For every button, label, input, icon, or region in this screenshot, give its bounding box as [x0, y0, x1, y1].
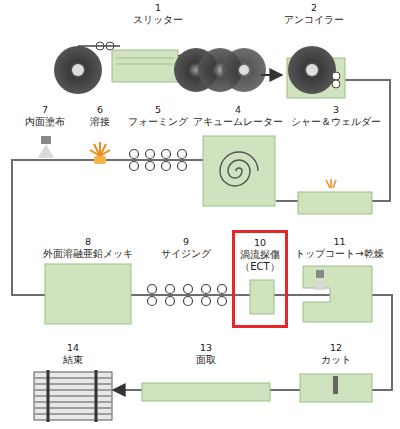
flow-line — [135, 294, 146, 296]
process-step: 11トップコート→乾燥 — [293, 236, 386, 326]
tube-stroke — [35, 384, 111, 385]
process-step: 12カット — [298, 342, 374, 422]
step-name: 面取 — [141, 354, 271, 367]
flow-line — [346, 80, 390, 201]
flow-line — [374, 295, 392, 390]
process-step: 3シャー＆ウェルダー — [289, 104, 383, 216]
step-number: 13 — [141, 342, 271, 354]
flow-line — [190, 159, 191, 161]
step-number: 8 — [41, 236, 135, 248]
process-step: 9サイジング — [146, 236, 226, 328]
step-name: シャー＆ウェルダー — [289, 116, 383, 129]
step-name: アンコイラー — [282, 14, 346, 27]
tube-stroke — [35, 414, 111, 415]
process-step: 4アキュームレーター — [191, 104, 285, 212]
step-name: スリッター — [55, 14, 261, 27]
flow-line — [285, 200, 289, 202]
step-number: 12 — [298, 342, 374, 354]
flow-line — [115, 159, 126, 161]
flow-line — [288, 294, 293, 296]
process-step: 7内面塗布 — [20, 104, 70, 174]
step-name: カット — [298, 354, 374, 367]
tube-stroke — [35, 408, 111, 409]
process-step: 1スリッター — [55, 2, 261, 98]
process-step: 10渦流探傷 （ECT） — [232, 230, 288, 328]
step-name: 内面塗布 — [20, 116, 70, 129]
flow-line — [113, 389, 141, 391]
step-name: トップコート→乾燥 — [293, 248, 386, 261]
step-number: 6 — [85, 104, 115, 116]
tube-stroke — [35, 402, 111, 403]
tube-stroke — [35, 390, 111, 391]
step-number: 7 — [20, 104, 70, 116]
step-name: アキュームレーター — [191, 116, 285, 129]
process-step: 5フォーミング — [126, 104, 190, 174]
process-step: 14結束 — [33, 342, 113, 424]
flow-line — [70, 159, 85, 161]
step-number: 10 — [238, 237, 282, 249]
tube-stroke — [35, 378, 111, 379]
flow-line — [261, 74, 282, 76]
step-number: 3 — [289, 104, 383, 116]
step-name: サイジング — [146, 248, 226, 261]
step-name: 渦流探傷 （ECT） — [238, 249, 282, 274]
step-name: 結束 — [33, 354, 113, 367]
process-step: 13面取 — [141, 342, 271, 406]
process-step: 2アンコイラー — [282, 2, 346, 102]
flow-line — [271, 389, 298, 391]
tube-stroke — [35, 396, 111, 397]
step-number: 5 — [126, 104, 190, 116]
step-number: 14 — [33, 342, 113, 354]
step-number: 1 — [55, 2, 261, 14]
step-number: 2 — [282, 2, 346, 14]
flow-line — [12, 160, 41, 295]
step-name: フォーミング — [126, 116, 190, 129]
step-number: 4 — [191, 104, 285, 116]
step-name: 溶接 — [85, 116, 115, 129]
process-step: 8外面溶融亜鉛メッキ — [41, 236, 135, 328]
step-name: 外面溶融亜鉛メッキ — [41, 248, 135, 261]
step-number: 11 — [293, 236, 386, 248]
step-number: 9 — [146, 236, 226, 248]
process-step: 6溶接 — [85, 104, 115, 174]
